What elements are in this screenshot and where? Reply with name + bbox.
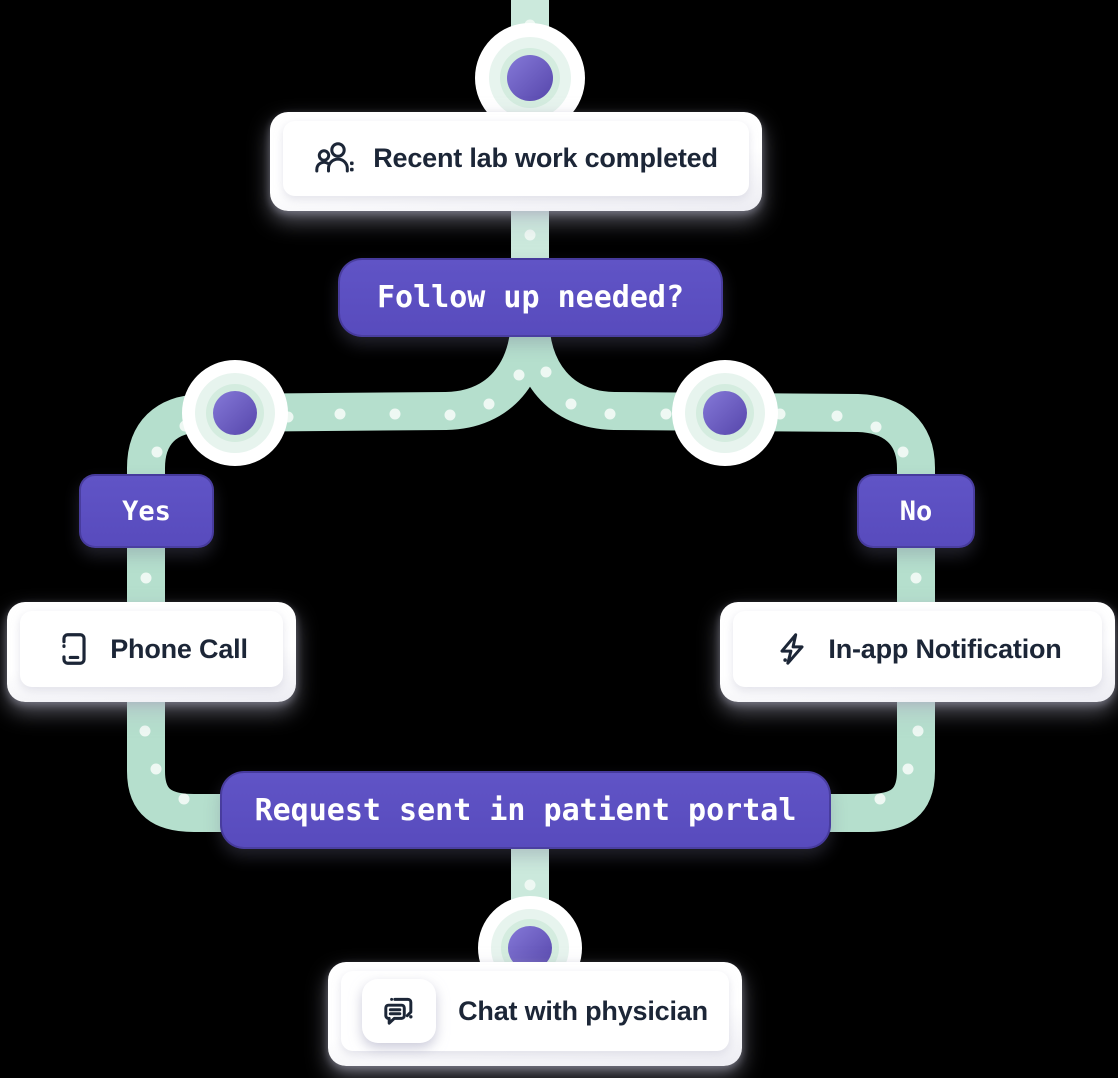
node-label: Chat with physician — [458, 995, 708, 1026]
node-label: Phone Call — [110, 633, 248, 664]
decision-follow-up-button[interactable]: Follow up needed? — [338, 258, 723, 337]
chat-icon — [380, 992, 418, 1030]
users-icon — [314, 139, 356, 179]
lightning-icon — [773, 630, 811, 668]
card-inner-panel — [283, 121, 749, 196]
flow-node-dot-right — [672, 360, 778, 466]
action-label: Request sent in patient portal — [254, 792, 797, 828]
chat-icon-tile — [362, 979, 437, 1043]
connector-right-branch — [511, 315, 935, 832]
action-request-button[interactable]: Request sent in patient portal — [220, 771, 831, 849]
flow-node-dot-left — [182, 360, 288, 466]
phone-icon — [55, 630, 93, 668]
branch-yes-label: Yes — [122, 495, 171, 527]
connector-left-branch — [127, 315, 549, 832]
branch-no-button[interactable]: No — [857, 474, 975, 548]
node-in-app-card: In-app Notification — [720, 602, 1115, 702]
node-recent-lab-card: Recent lab work completed — [270, 112, 762, 211]
flow-node-dot-top — [475, 23, 585, 133]
node-chat-card: Chat with physician — [328, 962, 742, 1066]
node-label: Recent lab work completed — [373, 143, 718, 173]
card-inner-panel — [733, 611, 1102, 687]
node-label: In-app Notification — [828, 633, 1062, 664]
decision-label: Follow up needed? — [376, 280, 685, 315]
branch-yes-button[interactable]: Yes — [79, 474, 214, 548]
branch-no-label: No — [899, 495, 933, 527]
node-phone-call-card: Phone Call — [7, 602, 296, 702]
card-inner-panel — [20, 611, 283, 687]
